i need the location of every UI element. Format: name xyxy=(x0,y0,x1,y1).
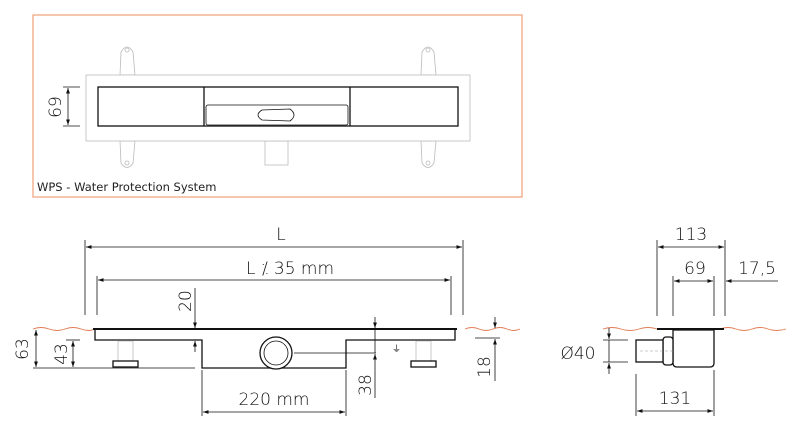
dim-131: 131 xyxy=(659,389,691,409)
outlet-pipe xyxy=(259,336,376,370)
grate-frame xyxy=(97,86,459,127)
ground-icon: ⏚ xyxy=(392,344,401,355)
dim-diameter: Ø40 xyxy=(560,344,595,364)
adjustable-foot-icon xyxy=(112,340,437,368)
end-view: 113 69 17,5 Ø40 131 xyxy=(560,225,787,416)
mounting-bracket-icon xyxy=(119,46,437,168)
dim-inner-length: L ⁒ 35 mm xyxy=(246,259,334,279)
dim-width-69: 69 xyxy=(46,86,80,127)
dim-label: 69 xyxy=(46,96,66,118)
drain-pipe xyxy=(264,140,289,166)
side-view: ⏚ L L ⁒ 35 mm 20 63 43 38 18 220 mm xyxy=(13,225,521,416)
outlet-body xyxy=(672,329,715,368)
dim-69: 69 xyxy=(684,259,706,279)
drain-cover xyxy=(205,104,349,126)
dim-total-length: L xyxy=(276,225,285,245)
floor-line xyxy=(32,327,96,331)
dim-17-5: 17,5 xyxy=(738,259,776,279)
dim-sump-width: 220 mm xyxy=(239,390,310,410)
dim-outlet-center: 38 xyxy=(356,374,376,396)
caption: WPS - Water Protection System xyxy=(37,180,216,194)
dim-foot-height: 43 xyxy=(52,343,72,365)
dim-total-height: 63 xyxy=(13,338,33,360)
dim-113: 113 xyxy=(675,225,707,245)
top-view-frame xyxy=(32,14,523,198)
dim-plate-depth: 20 xyxy=(176,290,196,312)
drain-opening xyxy=(257,108,295,122)
top-view-panel: 69 WPS - Water Protection System xyxy=(32,14,523,198)
dim-screed: 18 xyxy=(475,356,495,378)
